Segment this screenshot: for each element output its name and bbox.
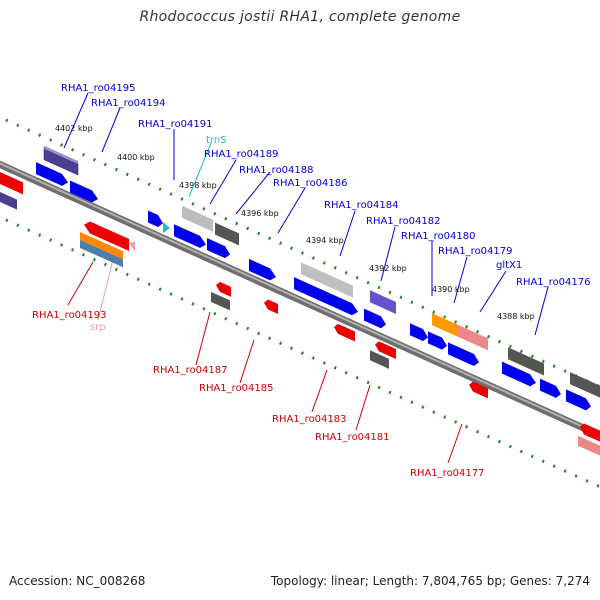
scale-label: 4398 kbp xyxy=(179,181,217,190)
scale-label: 4388 kbp xyxy=(497,312,535,321)
gene-arrow[interactable] xyxy=(249,258,276,283)
gene-label[interactable]: RHA1_ro04181 xyxy=(315,432,390,443)
gene-arrow[interactable] xyxy=(540,378,561,400)
gene-feature[interactable] xyxy=(578,435,600,456)
row1-features xyxy=(43,145,600,398)
gene-label[interactable]: RHA1_ro04180 xyxy=(401,231,476,242)
reverse-leader-lines xyxy=(67,261,463,464)
gene-arrow[interactable] xyxy=(566,389,591,412)
gene-label[interactable]: RHA1_ro04185 xyxy=(199,383,274,394)
gene-feature[interactable] xyxy=(0,169,23,195)
genome-title: Rhodococcus jostii RHA1, complete genome xyxy=(139,9,461,25)
gene-feature[interactable] xyxy=(301,262,353,298)
gene-arrow[interactable] xyxy=(174,224,206,250)
row2-features xyxy=(36,162,591,412)
gene-arrow[interactable] xyxy=(580,422,600,442)
gene-feature[interactable] xyxy=(211,291,230,311)
gene-feature[interactable] xyxy=(457,324,488,351)
gene-feature[interactable] xyxy=(570,372,600,398)
srp-leader xyxy=(97,251,116,321)
gene-arrow[interactable] xyxy=(70,180,98,205)
gene-feature[interactable] xyxy=(370,350,389,369)
rna-label[interactable]: trnS xyxy=(206,135,227,146)
gene-feature[interactable] xyxy=(432,313,457,337)
rna-feature[interactable] xyxy=(182,205,213,232)
gene-label[interactable]: RHA1_ro04179 xyxy=(438,246,513,257)
gene-label[interactable]: RHA1_ro04191 xyxy=(138,119,213,130)
gene-arrow[interactable] xyxy=(36,162,68,188)
gene-feature[interactable] xyxy=(215,222,239,246)
rna-leader xyxy=(188,142,212,198)
gene-label[interactable]: RHA1_ro04188 xyxy=(239,165,314,176)
gene-arrow[interactable] xyxy=(448,342,479,368)
gene-label[interactable]: RHA1_ro04184 xyxy=(324,200,399,211)
gene-arrow[interactable] xyxy=(264,298,278,314)
gene-label[interactable]: RHA1_ro04195 xyxy=(61,83,136,94)
gene-feature[interactable] xyxy=(44,145,78,165)
gene-label[interactable]: RHA1_ro04186 xyxy=(273,178,348,189)
gene-label[interactable]: gltX1 xyxy=(496,260,522,271)
forward-leader-lines xyxy=(63,92,549,336)
gene-arrow[interactable] xyxy=(364,308,386,331)
srp-feature[interactable] xyxy=(129,239,135,252)
gene-label[interactable]: RHA1_ro04187 xyxy=(153,365,228,376)
scale-label: 4400 kbp xyxy=(117,153,155,162)
gene-label[interactable]: RHA1_ro04183 xyxy=(272,414,347,425)
gene-feature[interactable] xyxy=(80,231,123,260)
gene-arrow[interactable] xyxy=(334,322,355,342)
gene-feature[interactable] xyxy=(508,347,544,376)
gene-arrow[interactable] xyxy=(375,340,396,359)
gene-label[interactable]: RHA1_ro04194 xyxy=(91,98,166,109)
gene-arrow[interactable] xyxy=(410,323,428,343)
scale-label: 4396 kbp xyxy=(241,209,279,218)
rna-arrow[interactable] xyxy=(163,222,170,233)
gene-label[interactable]: RHA1_ro04182 xyxy=(366,216,441,227)
gene-label[interactable]: RHA1_ro04189 xyxy=(204,149,279,160)
gene-arrow[interactable] xyxy=(502,361,536,389)
gene-feature[interactable] xyxy=(80,239,123,268)
scale-label: 4390 kbp xyxy=(432,285,470,294)
accession-text: Accession: NC_008268 xyxy=(9,574,146,588)
gene-feature[interactable] xyxy=(370,290,396,314)
gene-arrow[interactable] xyxy=(294,277,358,318)
gene-arrow[interactable] xyxy=(216,280,231,297)
scale-label: 4392 kbp xyxy=(369,264,407,273)
backbone-highlight xyxy=(0,162,600,436)
scale-label: 4402 kbp xyxy=(55,124,93,133)
gene-arrow[interactable] xyxy=(207,238,230,260)
genome-summary: Topology: linear; Length: 7,804,765 bp; … xyxy=(270,574,590,588)
gene-arrow[interactable] xyxy=(84,219,129,251)
gene-arrow[interactable] xyxy=(148,210,163,230)
reverse-features xyxy=(80,219,600,456)
left-edge-features xyxy=(0,169,23,210)
srp-label[interactable]: srp xyxy=(90,322,106,333)
gene-label[interactable]: RHA1_ro04176 xyxy=(516,277,591,288)
gene-feature[interactable] xyxy=(0,189,17,210)
scale-label: 4394 kbp xyxy=(306,236,344,245)
gene-label[interactable]: RHA1_ro04177 xyxy=(410,468,485,479)
gene-arrow[interactable] xyxy=(469,380,488,399)
gene-label[interactable]: RHA1_ro04193 xyxy=(32,310,107,321)
gene-arrow[interactable] xyxy=(428,331,447,352)
